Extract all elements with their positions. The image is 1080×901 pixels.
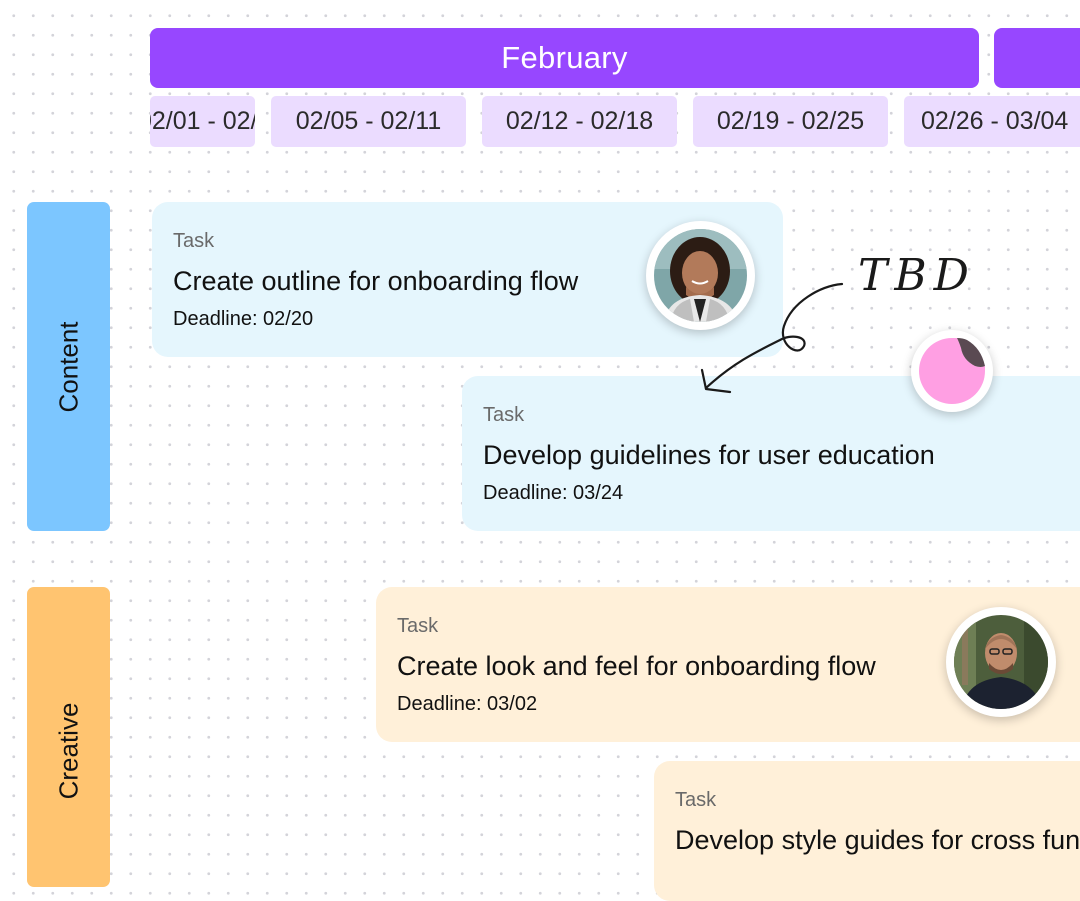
week-column-4[interactable]: 02/19 - 02/25 [693,96,888,147]
week-column-3[interactable]: 02/12 - 02/18 [482,96,677,147]
task-title: Create outline for onboarding flow [173,266,579,296]
lane-label-content: Content [53,320,83,413]
task-card-style-guides[interactable]: Task Develop style guides for cross func… [654,761,1080,901]
lane-label-creative: Creative [53,702,83,800]
month-header-february: February [150,28,979,88]
person-photo-icon [654,229,747,322]
handwritten-note: TBD [858,250,976,301]
week-column-2[interactable]: 02/05 - 02/11 [271,96,466,147]
week-label: 02/05 - 02/11 [295,107,442,135]
task-type-label: Task [675,789,717,811]
lane-creative[interactable]: Creative [27,587,110,887]
month-header-next [994,28,1080,88]
week-column-5[interactable]: 02/26 - 03/04 [904,96,1080,147]
task-title: Create look and feel for onboarding flow [397,651,876,681]
lane-content[interactable]: Content [27,202,110,531]
assignee-avatar[interactable] [646,221,755,330]
sticker[interactable] [911,330,993,412]
week-label: 02/12 - 02/18 [505,107,654,135]
task-deadline: Deadline: 02/20 [173,308,314,330]
peeling-sticker-icon [919,338,985,404]
task-title: Develop guidelines for user education [483,440,935,470]
task-type-label: Task [483,404,525,426]
task-deadline: Deadline: 03/02 [397,693,538,715]
week-label: 02/01 - 02/07 [150,107,255,135]
week-column-1[interactable]: 02/01 - 02/07 [150,96,255,147]
month-label: February [501,40,628,75]
task-type-label: Task [397,615,439,637]
assignee-avatar[interactable] [946,607,1056,717]
hand-drawn-arrow-icon [700,282,844,394]
person-photo-icon [954,615,1048,709]
week-label: 02/19 - 02/25 [716,107,865,135]
task-type-label: Task [173,230,215,252]
task-title: Develop style guides for cross functiona… [675,825,1080,855]
week-label: 02/26 - 03/04 [921,107,1069,135]
task-deadline: Deadline: 03/24 [483,482,624,504]
